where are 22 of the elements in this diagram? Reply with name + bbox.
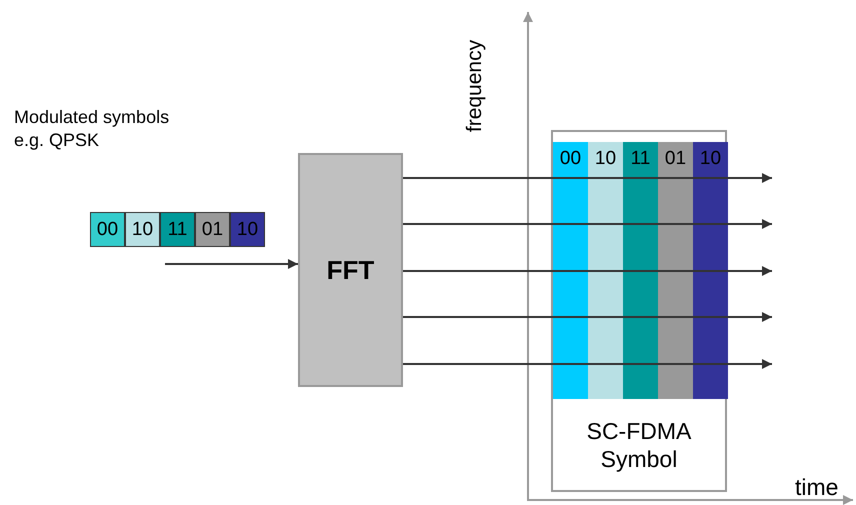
subcarrier-column: 10	[693, 142, 728, 399]
arrow	[403, 266, 772, 276]
symbol-cell: 00	[90, 212, 125, 247]
arrow	[403, 312, 772, 322]
arrow	[403, 359, 772, 369]
arrow	[165, 259, 298, 269]
symbol-cell: 01	[195, 212, 230, 247]
fft-block: FFT	[298, 153, 403, 387]
subcarrier-column: 10	[588, 142, 623, 399]
axis-label: time	[795, 474, 838, 501]
axis-label: frequency	[463, 38, 487, 134]
arrow	[403, 173, 772, 183]
symbol-cell: 10	[125, 212, 160, 247]
symbol-cell: 10	[230, 212, 265, 247]
symbol-frame	[551, 130, 727, 492]
caption-text: Modulated symbols e.g. QPSK	[14, 106, 170, 152]
symbol-cell: 11	[160, 212, 195, 247]
caption-text: SC-FDMA Symbol	[586, 416, 692, 474]
subcarrier-column: 11	[623, 142, 658, 399]
arrow	[403, 219, 772, 229]
subcarrier-column: 01	[658, 142, 693, 399]
subcarrier-column: 00	[553, 142, 588, 399]
